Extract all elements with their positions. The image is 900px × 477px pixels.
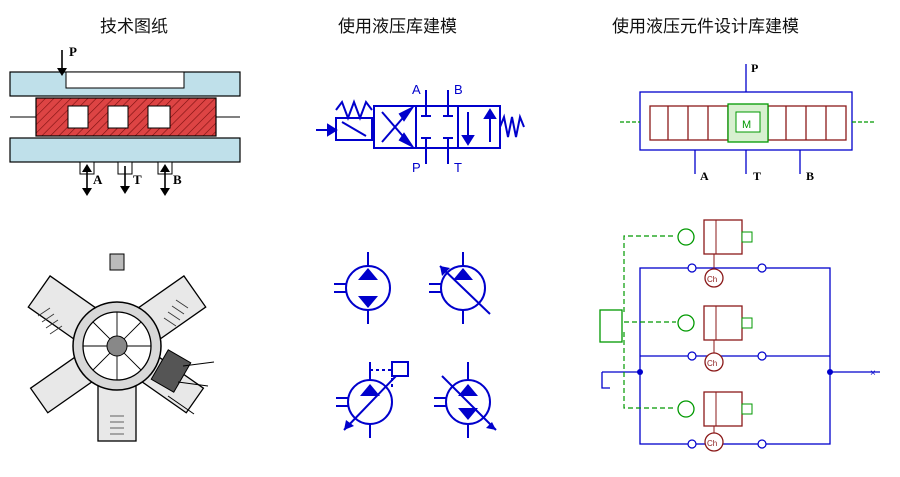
pump-symbols-row1 bbox=[334, 252, 491, 324]
model-port-a: A bbox=[700, 169, 709, 183]
model-port-p: P bbox=[751, 61, 758, 75]
drawing-port-p: P bbox=[69, 44, 77, 59]
model-center-label: M bbox=[742, 119, 751, 131]
drawing-port-b: B bbox=[173, 172, 182, 187]
model-port-b: B bbox=[806, 169, 814, 183]
pump-symbols-row2 bbox=[336, 361, 497, 438]
chamber-label-3: Ch bbox=[707, 439, 717, 448]
valve-port-p: P bbox=[412, 160, 421, 175]
heading-component-library: 使用液压元件设计库建模 bbox=[612, 17, 799, 37]
valve-port-t: T bbox=[454, 160, 462, 175]
drawing-port-a: A bbox=[93, 172, 103, 187]
drawing-port-t: T bbox=[133, 172, 142, 187]
valve-port-a: A bbox=[412, 82, 421, 97]
chamber-label-1: Ch bbox=[707, 275, 717, 284]
radial-pump-drawing bbox=[27, 253, 215, 442]
svg-text:×: × bbox=[870, 368, 876, 379]
pump-component-model: Ch Ch Ch × bbox=[599, 219, 880, 452]
chamber-label-2: Ch bbox=[707, 359, 717, 368]
valve-symbol: A B P T bbox=[316, 82, 525, 175]
model-port-t: T bbox=[753, 169, 761, 183]
heading-hydraulic-library: 使用液压库建模 bbox=[338, 17, 457, 37]
valve-port-b: B bbox=[454, 82, 463, 97]
valve-component-model: M P A T B bbox=[620, 61, 876, 183]
valve-section-drawing: P A T B bbox=[9, 44, 241, 196]
heading-technical-drawing: 技术图纸 bbox=[100, 17, 168, 37]
